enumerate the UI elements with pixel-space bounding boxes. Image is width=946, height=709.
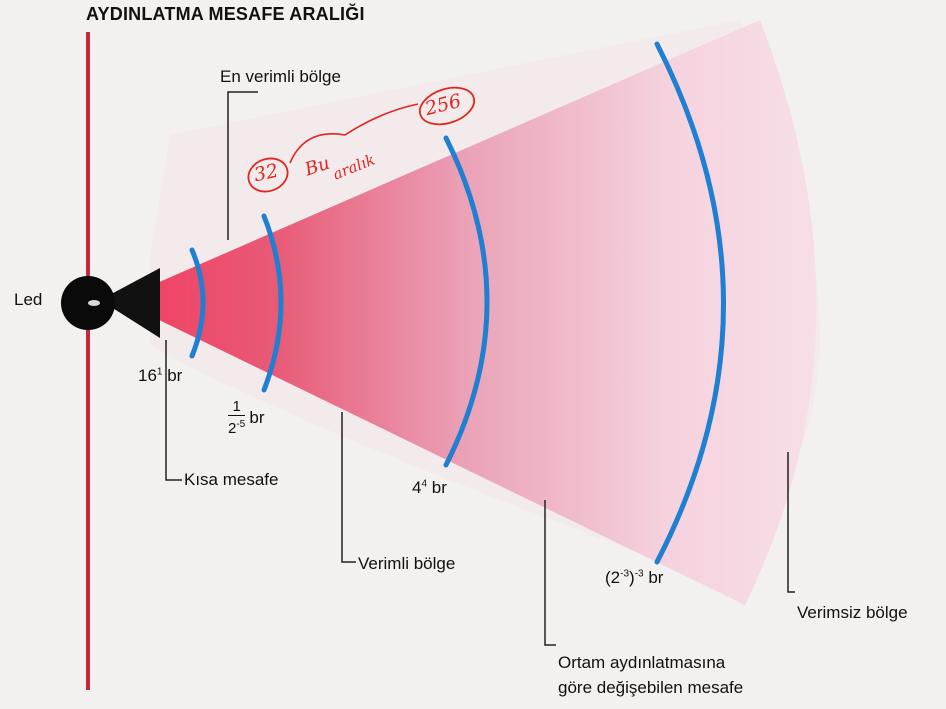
d2-num: 1 [228, 398, 246, 416]
zone-label-most-efficient: En verimli bölge [220, 67, 341, 86]
leader-inefficient [787, 452, 795, 593]
d4-inner-exp: -3 [620, 568, 630, 580]
d4-close: ) [629, 568, 635, 587]
distance-label-16-br: 161 br [138, 366, 182, 386]
d1-base: 16 [138, 366, 157, 385]
d3-exp: 4 [421, 478, 428, 490]
d2-unit: br [249, 408, 265, 427]
d4-base: (2 [605, 568, 621, 587]
distance-label-1-over-2-5-br: 1 2-5 br [228, 398, 265, 438]
leader-efficient [341, 412, 356, 563]
d2-base: 2 [228, 420, 237, 437]
arc-16-br [189, 247, 206, 359]
d2-exp: -5 [236, 419, 246, 430]
source-label-led: Led [14, 290, 43, 309]
light-beam [118, 20, 817, 605]
lamp-housing [100, 268, 160, 338]
distance-label-2-3-3-br: (2-3)-3 br [605, 568, 663, 588]
zone-label-ambient-line2: göre değişebilen mesafe [558, 678, 744, 697]
distance-label-4-4-br: 44 br [412, 478, 447, 498]
leader-short-distance [165, 340, 182, 481]
handwritten-connector [289, 103, 419, 164]
d3-base: 4 [412, 478, 422, 497]
zone-label-ambient-line1: Ortam aydınlatmasına [558, 653, 726, 672]
zone-label-inefficient: Verimsiz bölge [797, 603, 908, 622]
handwritten-circle-256 [418, 86, 476, 126]
arc-4-4-br [443, 135, 490, 468]
handwritten-circle-32 [247, 157, 289, 193]
d3-unit: br [431, 478, 447, 497]
zone-label-efficient: Verimli bölge [358, 554, 456, 573]
leader-most-efficient [227, 91, 258, 240]
d1-exp: 1 [156, 366, 163, 378]
diagram-title: AYDINLATMA MESAFE ARALIĞI [86, 4, 365, 24]
d4-unit: br [648, 568, 664, 587]
leader-ambient [544, 500, 556, 646]
led-highlight [88, 300, 100, 306]
arc-2-3-3-br [654, 41, 726, 565]
zone-label-short-distance: Kısa mesafe [184, 470, 279, 489]
arc-1-over-2-5-br [261, 213, 284, 393]
d4-exp: -3 [634, 568, 644, 580]
d1-unit: br [167, 366, 183, 385]
